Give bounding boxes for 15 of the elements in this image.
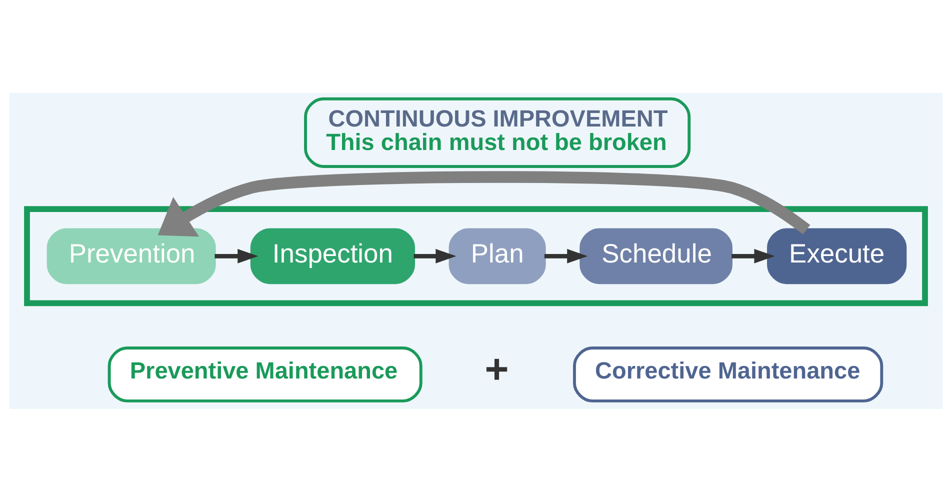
node-box: Execute (767, 228, 907, 284)
node-box: Corrective Maintenance (573, 346, 884, 402)
node-box: Prevention (46, 228, 216, 284)
node-box: CONTINUOUS IMPROVEMENT This chain must not be broken (304, 97, 691, 168)
node-box: Preventive Maintenance (108, 346, 422, 402)
arrow (414, 248, 456, 264)
node-box: Schedule (580, 228, 732, 284)
arrow (544, 248, 588, 264)
cluster (24, 206, 928, 306)
node-box: Plan (448, 228, 546, 284)
label: + (484, 346, 509, 392)
arrow (158, 171, 810, 237)
arrow (214, 248, 258, 264)
node-box: Inspection (250, 228, 415, 284)
arrow (732, 248, 775, 264)
